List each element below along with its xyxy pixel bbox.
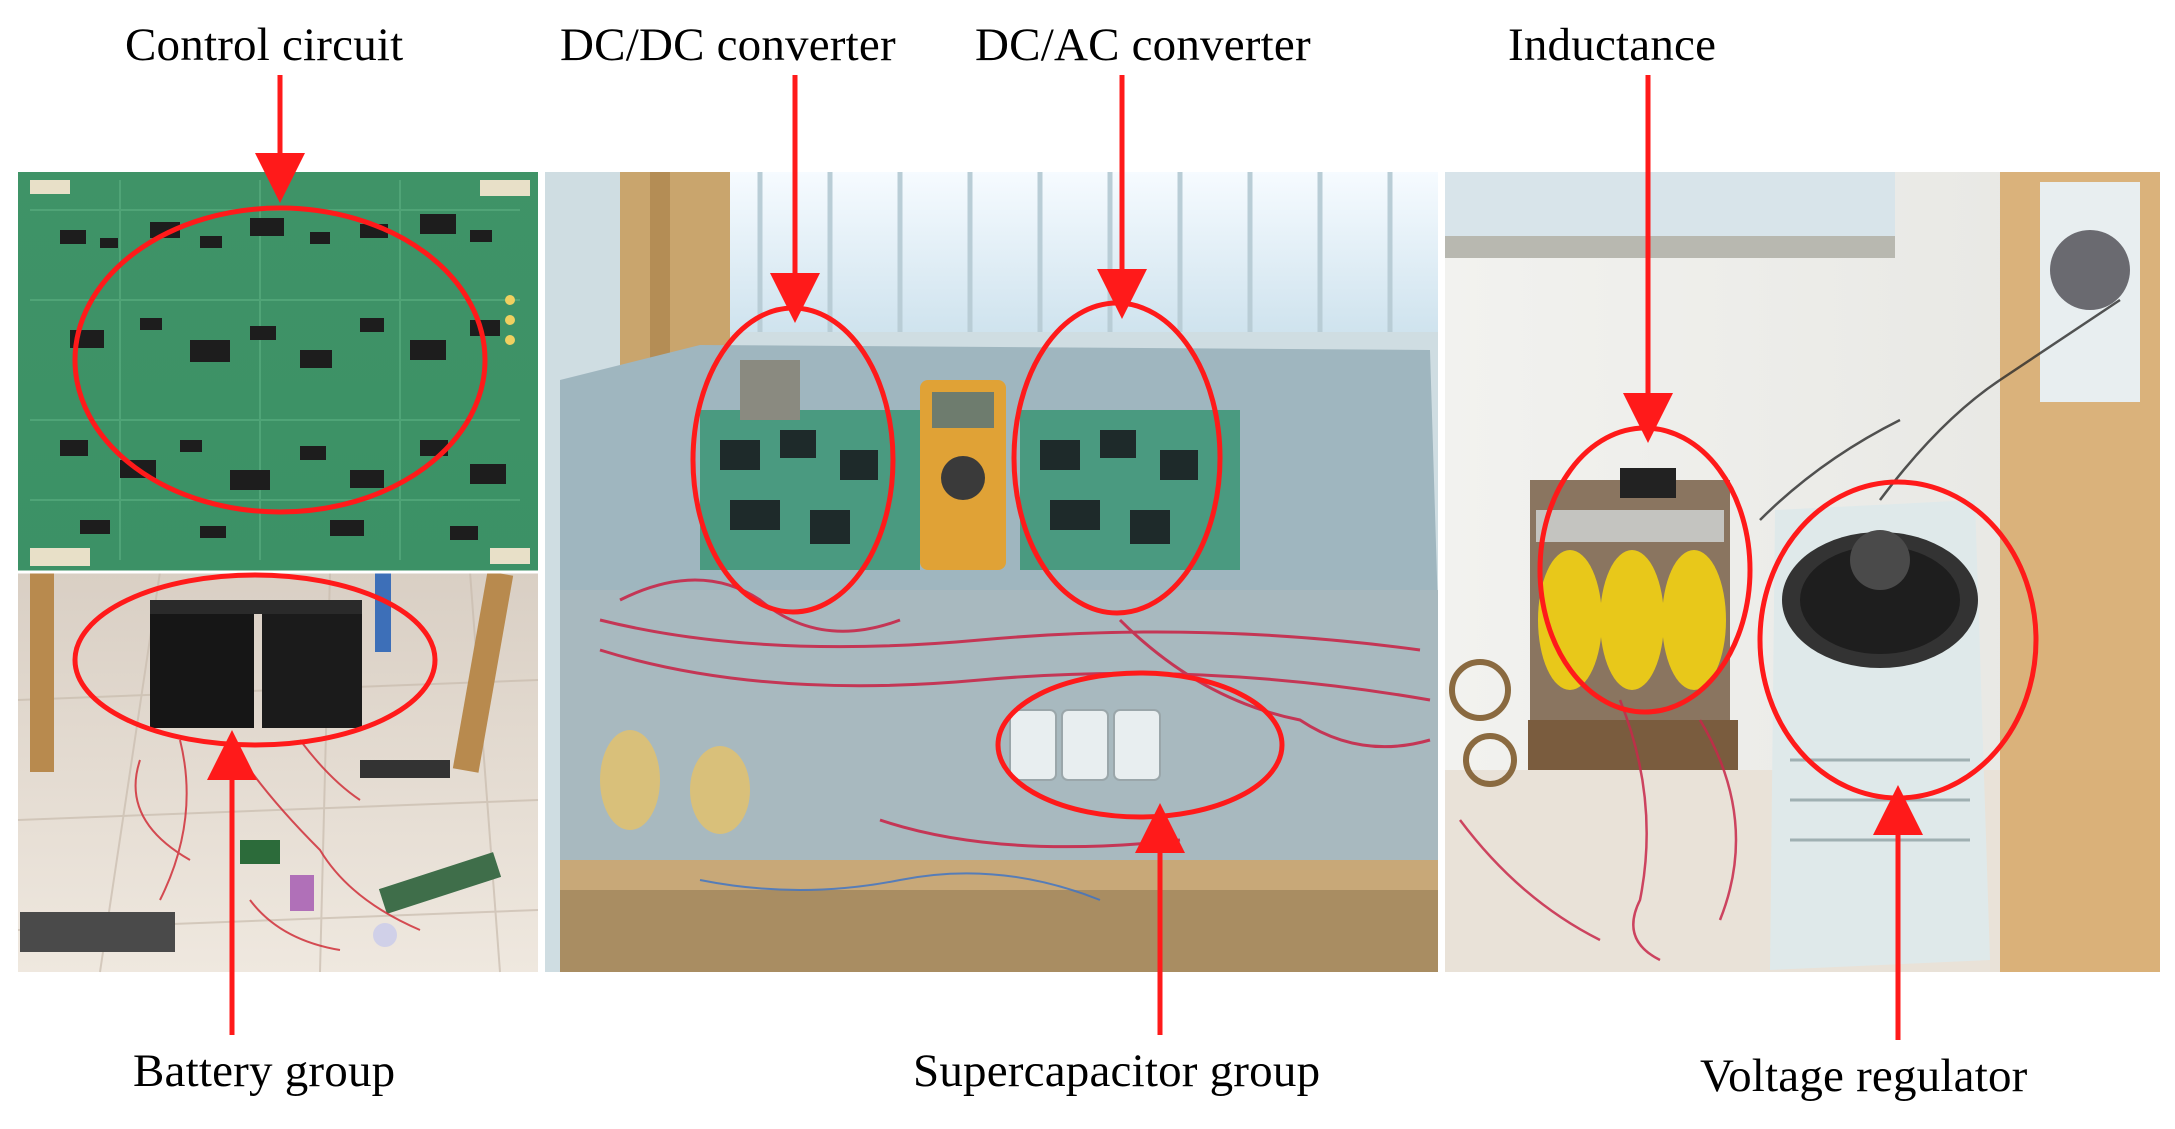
voltage-regulator-label: Voltage regulator bbox=[1700, 1050, 2028, 1102]
battery-group-label: Battery group bbox=[133, 1045, 396, 1097]
converter-cabinet-photo bbox=[545, 172, 1438, 972]
annotations bbox=[72, 75, 2039, 1040]
supercapacitor-group-label: Supercapacitor group bbox=[913, 1045, 1321, 1097]
battery-group-photo bbox=[17, 571, 539, 973]
inductance-label: Inductance bbox=[1508, 19, 1717, 71]
control-circuit-label: Control circuit bbox=[125, 19, 404, 71]
control-circuit-photo bbox=[18, 172, 538, 572]
dcdc-converter-label: DC/DC converter bbox=[560, 19, 896, 71]
dcac-converter-label: DC/AC converter bbox=[975, 19, 1311, 71]
control-circuit-ellipse bbox=[72, 205, 488, 515]
inductance-regulator-photo bbox=[1445, 172, 2160, 972]
